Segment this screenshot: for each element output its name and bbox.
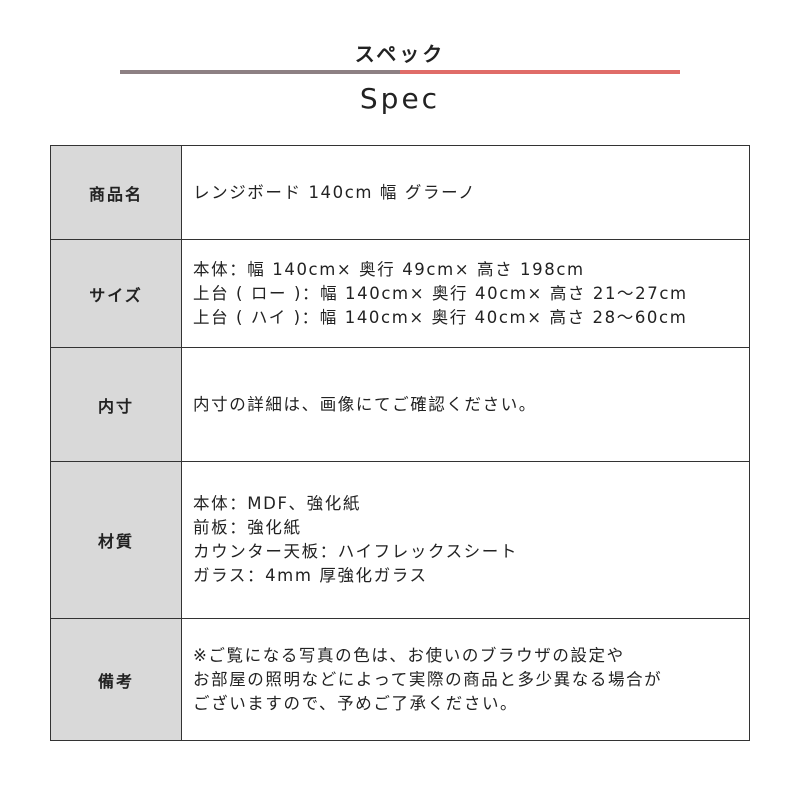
value-line: 本体：MDF、強化紙 [193, 494, 361, 513]
table-row-product-name: 商品名 レンジボード 140cm 幅 グラーノ [50, 145, 750, 240]
section-kicker: スペック [354, 42, 446, 66]
value-line: 上台 ( ハイ )：幅 140cm× 奥行 40cm× 高さ 28〜60cm [193, 307, 688, 327]
row-label: 材質 [50, 461, 182, 619]
row-label: 商品名 [50, 145, 182, 240]
row-value: ※ご覧になる写真の色は、お使いのブラウザの設定や お部屋の照明などによって実際の… [181, 618, 750, 741]
page-title: Spec [359, 82, 441, 115]
value-line: 上台 ( ロー )：幅 140cm× 奥行 40cm× 高さ 21〜27cm [193, 283, 688, 303]
value-line: ガラス：4mm 厚強化ガラス [193, 566, 428, 585]
row-value: レンジボード 140cm 幅 グラーノ [181, 145, 750, 240]
table-row-notes: 備考 ※ご覧になる写真の色は、お使いのブラウザの設定や お部屋の照明などによって… [50, 618, 750, 741]
row-value: 内寸の詳細は、画像にてご確認ください。 [181, 347, 750, 462]
value-line: ございますので、予めご了承ください。 [193, 693, 519, 713]
value-line: レンジボード 140cm 幅 グラーノ [193, 182, 477, 202]
value-line: ※ご覧になる写真の色は、お使いのブラウザの設定や [193, 645, 625, 665]
table-row-inner-dimensions: 内寸 内寸の詳細は、画像にてご確認ください。 [50, 347, 750, 462]
row-label: 内寸 [50, 347, 182, 462]
divider-left [120, 70, 400, 74]
table-row-material: 材質 本体：MDF、強化紙 前板：強化紙 カウンター天板：ハイフレックスシート … [50, 461, 750, 619]
row-label: 備考 [50, 618, 182, 741]
row-value: 本体：MDF、強化紙 前板：強化紙 カウンター天板：ハイフレックスシート ガラス… [181, 461, 750, 619]
row-value: 本体：幅 140cm× 奥行 49cm× 高さ 198cm 上台 ( ロー )：… [181, 239, 750, 348]
value-line: お部屋の照明などによって実際の商品と多少異なる場合が [193, 669, 663, 689]
value-line: 内寸の詳細は、画像にてご確認ください。 [193, 394, 537, 414]
divider-right [400, 70, 680, 74]
divider-bar [120, 70, 680, 74]
row-label: サイズ [50, 239, 182, 348]
spec-table: 商品名 レンジボード 140cm 幅 グラーノ サイズ 本体：幅 140cm× … [50, 145, 750, 741]
value-line: 本体：幅 140cm× 奥行 49cm× 高さ 198cm [193, 259, 585, 279]
value-line: カウンター天板：ハイフレックスシート [193, 542, 518, 561]
table-row-size: サイズ 本体：幅 140cm× 奥行 49cm× 高さ 198cm 上台 ( ロ… [50, 239, 750, 348]
value-line: 前板：強化紙 [193, 518, 302, 537]
